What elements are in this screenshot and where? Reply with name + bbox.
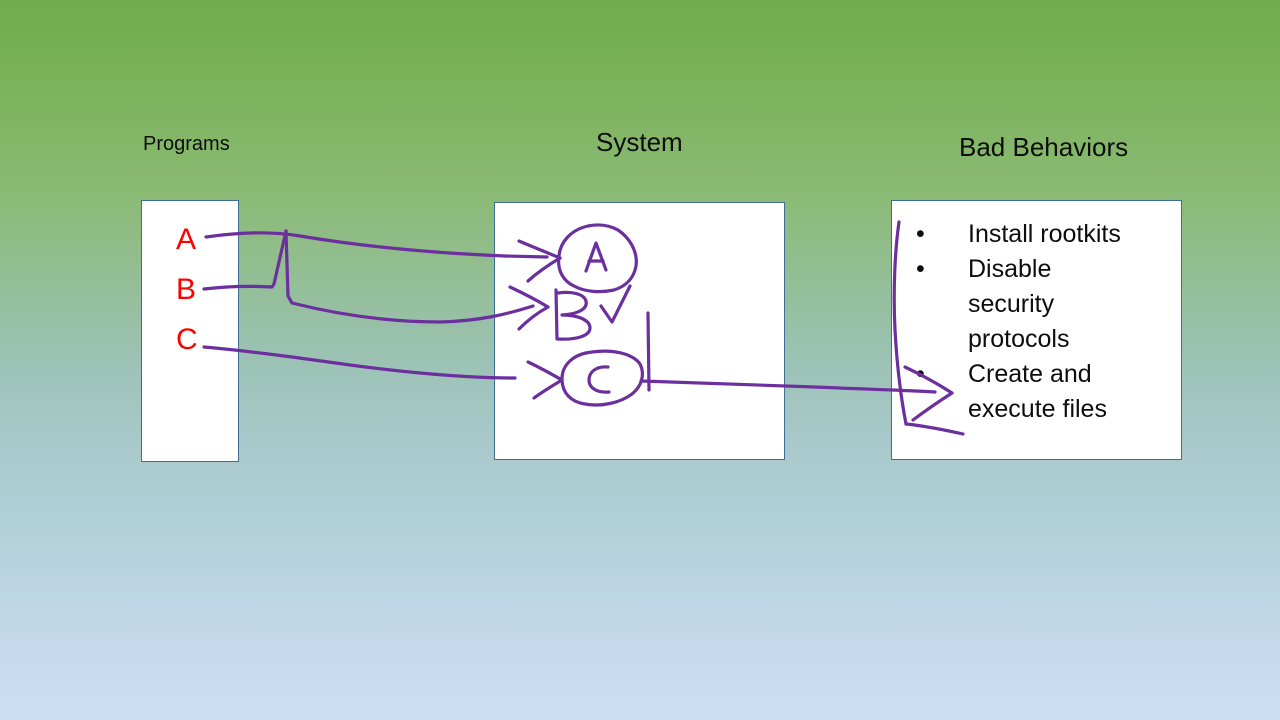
bad-behaviors-list: • Install rootkits • Disable security pr…	[910, 217, 1172, 427]
list-item-line: Disable	[968, 255, 1052, 283]
list-item-line: Create and	[968, 360, 1092, 388]
bad-behaviors-panel: • Install rootkits • Disable security pr…	[891, 200, 1182, 460]
program-letter-c: C	[176, 323, 198, 356]
bullet-icon: •	[916, 360, 925, 388]
program-letter-b: B	[176, 273, 197, 306]
list-item-line: execute files	[968, 395, 1107, 423]
list-item-line: Install rootkits	[968, 220, 1121, 248]
bad-behaviors-heading: Bad Behaviors	[959, 132, 1129, 162]
system-panel	[494, 202, 785, 460]
system-heading: System	[596, 127, 683, 157]
programs-panel: A B C	[141, 200, 239, 462]
program-letter-a: A	[176, 223, 197, 256]
list-item: • Create and execute files	[910, 357, 1172, 427]
programs-heading: Programs	[143, 133, 230, 155]
list-item: • Disable security protocols	[910, 252, 1172, 357]
list-item-line: protocols	[968, 325, 1070, 353]
bullet-icon: •	[916, 220, 925, 248]
bullet-icon: •	[916, 255, 925, 283]
connector-c	[202, 345, 517, 380]
list-item-line: security	[968, 290, 1055, 318]
list-item: • Install rootkits	[910, 217, 1172, 252]
